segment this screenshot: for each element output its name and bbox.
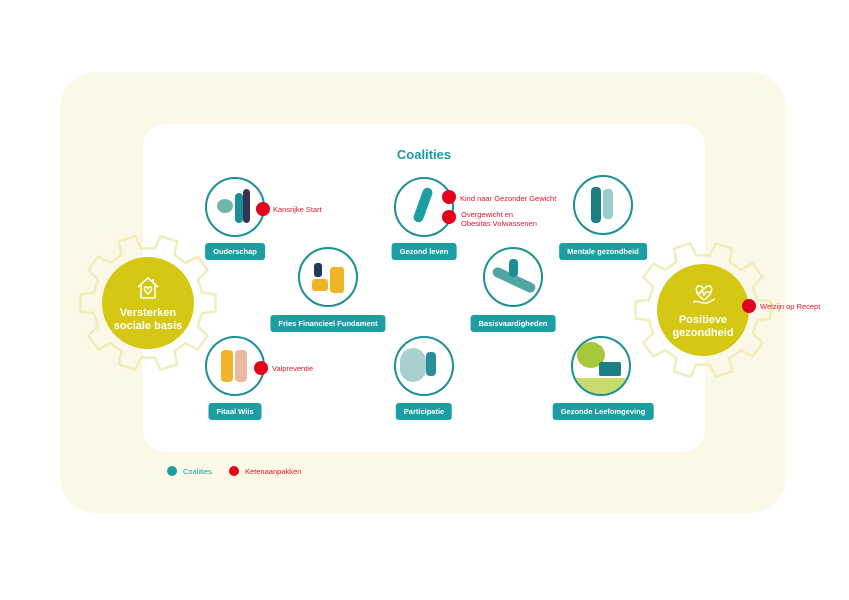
coalition-ouderschap[interactable]: Ouderschap <box>205 243 265 260</box>
coalition-fitaal-wiis[interactable]: Fitaal Wiis <box>208 403 262 420</box>
legend-label: Ketenaanpakken <box>245 466 302 476</box>
coalition-fries-financieel-fundament[interactable]: Fries Financieel Fundament <box>270 315 386 332</box>
legend-coalities: Coalities <box>167 466 212 476</box>
chain-dot-valpreventie[interactable] <box>254 361 268 375</box>
coalition-mentale-gezondheid[interactable]: Mentale gezondheid <box>559 243 647 260</box>
ouderschap-illustration <box>205 177 265 237</box>
hub-label: Versterken <box>119 307 177 319</box>
coalition-gezonde-leefomgeving[interactable]: Gezonde Leefomgeving <box>552 403 654 420</box>
chain-dot-kansrijke-start[interactable] <box>256 202 270 216</box>
chain-kind-gewicht[interactable]: Kind naar Gezonder Gewicht <box>460 194 557 203</box>
gezonde-leefomgeving-illustration <box>571 336 631 396</box>
chain-dot-kind-gewicht[interactable] <box>442 190 456 204</box>
page-title: Coalities <box>396 147 452 162</box>
chain-text: Overgewicht en <box>461 210 514 219</box>
hub-label: sociale basis <box>113 320 183 332</box>
chain-valpreventie[interactable]: Valpreventie <box>272 364 314 373</box>
legend-ketenaanpakken: Ketenaanpakken <box>229 466 301 476</box>
coalition-gezond-leven[interactable]: Gezond leven <box>391 243 457 260</box>
participatie-illustration <box>394 336 454 396</box>
chain-kansrijke-start[interactable]: Kansrijke Start <box>273 205 322 214</box>
chain-text: Obesitas Volwassenen <box>461 219 537 228</box>
legend-red-dot <box>229 466 239 476</box>
legend-label: Coalities <box>183 466 212 476</box>
chain-dot-overgewicht[interactable] <box>442 210 456 224</box>
legend-teal-dot <box>167 466 177 476</box>
chain-welzijn-op-recept[interactable]: Welzijn op Recept <box>760 302 821 311</box>
gear-left <box>79 234 217 372</box>
hub-label: gezondheid <box>672 327 734 339</box>
mentale-gezondheid-illustration <box>573 175 633 235</box>
chain-dot-welzijn[interactable] <box>742 299 756 313</box>
house-heart-icon <box>137 276 159 299</box>
coalition-basisvaardigheden[interactable]: Basisvaardigheden <box>470 315 556 332</box>
gear-right <box>634 241 772 379</box>
basisvaardigheden-illustration <box>483 247 543 307</box>
coalition-participatie[interactable]: Participatie <box>395 403 453 420</box>
hub-label: Positieve <box>678 314 728 326</box>
gezond-leven-illustration <box>394 177 454 237</box>
fries-financieel-fundament-illustration <box>298 247 358 307</box>
hand-heart-icon <box>692 285 716 304</box>
